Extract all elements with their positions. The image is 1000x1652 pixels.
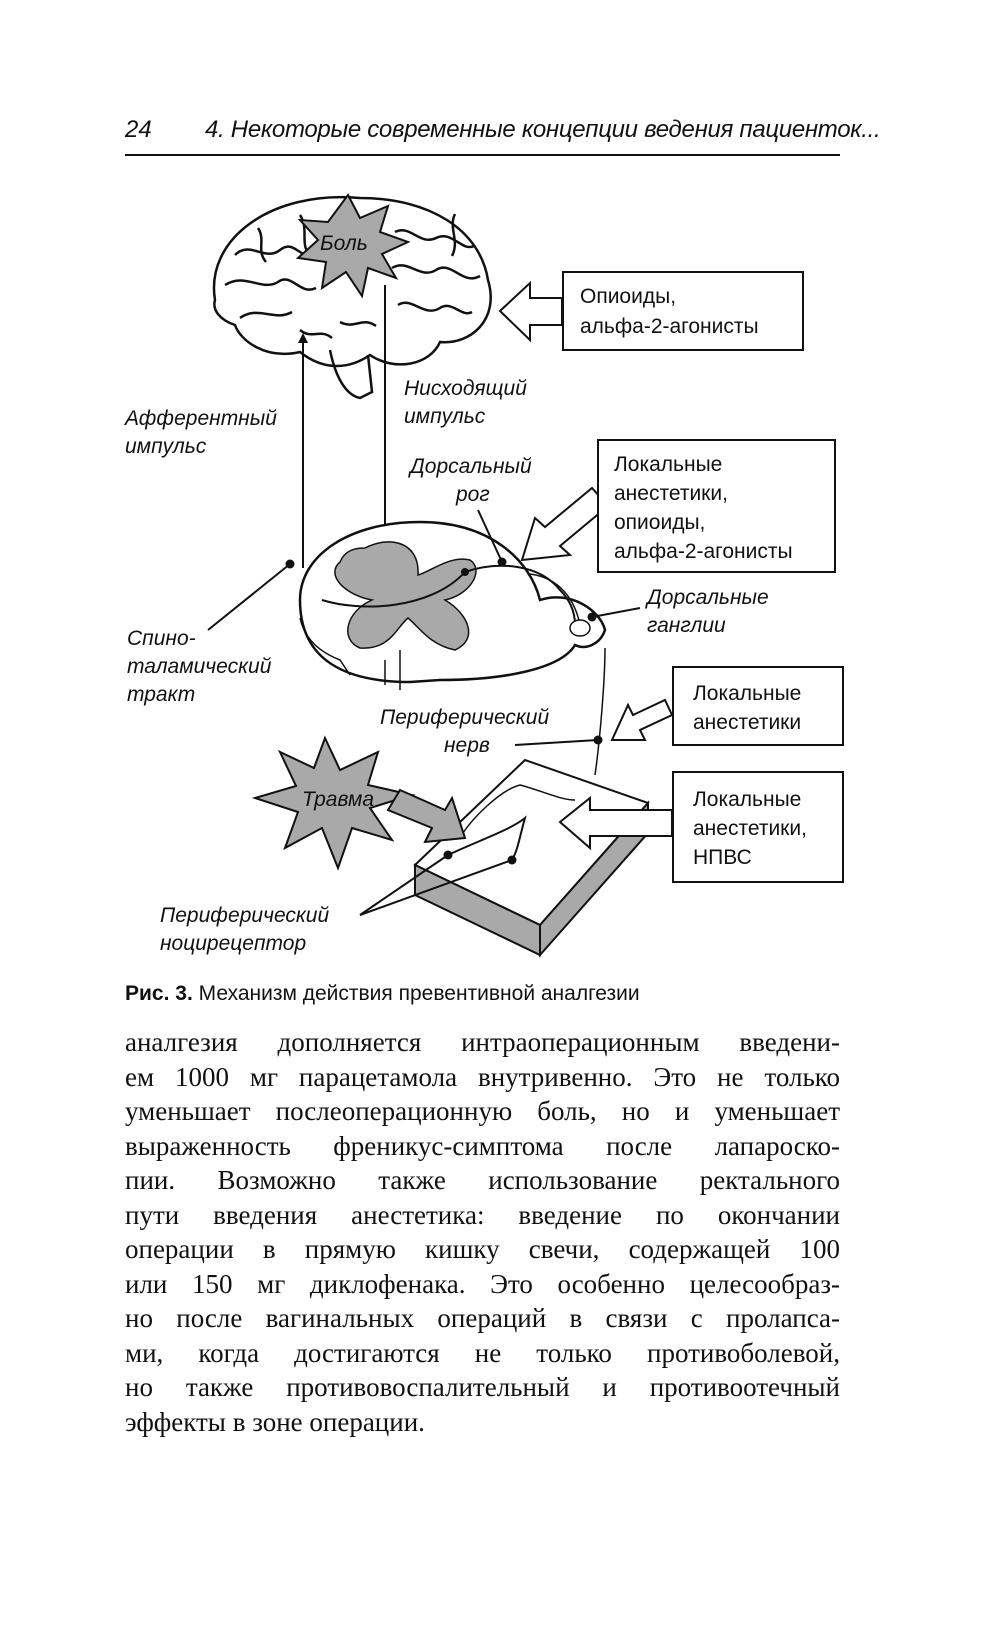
spinothalamic-label-3: тракт [127,683,195,706]
text-line: выраженность френикус-симптома после лап… [125,1130,840,1161]
box1-line1: Опиоиды, [580,285,676,308]
box4-line2: анестетики, [693,817,807,840]
text-line: но также противовоспалительный и противо… [125,1372,840,1402]
text-line: операции в прямую кишку свечи, содержаще… [125,1234,840,1264]
spinal-cord-section [298,520,607,776]
box2-line2: анестетики, [614,482,728,505]
caption-prefix: Рис. 3. [125,982,193,1005]
spinothalamic-label-1: Спино- [127,627,196,650]
box1-arrow [498,280,563,343]
trauma-star [251,735,416,871]
box-local-anesthetics: Локальные анестетики [672,666,844,746]
nociceptor-label-2: ноцирецептор [160,932,306,955]
dorsal-ganglia-label-1: Дорсальные [645,586,769,609]
peripheral-nerve-label-1: Периферический [380,706,549,729]
box3-line1: Локальные [693,682,801,705]
box4-line3: НПВС [693,846,752,869]
box2-line1: Локальные [614,453,722,476]
caption-text: Механизм действия превентивной аналгезии [192,982,640,1005]
chapter-title: 4. Некоторые современные концепции веден… [205,116,881,143]
text-line: аналгезия дополняется интраоперационным … [125,1027,840,1057]
text-line: пути введения анестетика: введение по ок… [125,1199,840,1230]
running-header: 24 4. Некоторые современные концепции ве… [125,112,881,156]
dorsal-horn-label-2: рог [455,483,490,506]
box1-line2: альфа-2-агонисты [580,315,759,338]
figure-caption: Рис. 3. Механизм действия превентивной а… [125,982,640,1006]
box-opioids: Опиоиды, альфа-2-агонисты [562,271,804,351]
descending-label-2: импульс [404,405,486,428]
box2-arrow [520,486,610,562]
analgesia-diagram: Боль Травма Опиоиды, альфа-2-агонист [123,193,844,958]
trauma-label: Травма [302,788,374,811]
box2-line3: опиоиды, [614,511,705,534]
text-line: уменьшает послеоперационную боль, но и у… [125,1096,840,1126]
box2-line4: альфа-2-агонисты [614,540,793,563]
pain-star [295,193,411,299]
descending-label-1: Нисходящий [404,377,527,400]
text-line: или 150 мг диклофенака. Это особенно цел… [125,1268,840,1299]
box3-arrow [610,698,674,741]
skin-block [413,758,650,958]
spinothalamic-label-2: таламический [127,655,272,678]
text-line: но после вагинальных операций в связи с … [125,1303,840,1333]
pain-label: Боль [320,232,368,255]
trauma-arrow [386,788,467,844]
peripheral-nerve-label-2: нерв [444,734,490,757]
dorsal-horn-label-1: Дорсальный [408,455,532,478]
text-line: ми, когда достигаются не только противоб… [125,1337,840,1368]
page-number: 24 [125,116,152,143]
text-line: эффекты в зоне операции. [125,1406,425,1437]
afferent-label-1: Афферентный [123,407,277,430]
body-paragraph: аналгезия дополняется интраоперационным … [125,1025,840,1439]
text-line: ем 1000 мг парацетамола внутривенно. Это… [125,1061,840,1092]
box4-line1: Локальные [693,788,801,811]
box-local-opioids: Локальные анестетики, опиоиды, альфа-2-а… [597,439,836,573]
leader-lines [207,509,641,916]
text-line: пии. Возможно также использование ректал… [125,1165,840,1195]
box-local-nsaid: Локальные анестетики, НПВС [672,771,844,883]
nociceptor-label-1: Периферический [160,904,329,927]
afferent-label-2: импульс [125,435,207,458]
brain-illustration [212,195,492,400]
box3-line2: анестетики [693,711,801,734]
dorsal-ganglia-label-2: ганглии [647,614,726,637]
